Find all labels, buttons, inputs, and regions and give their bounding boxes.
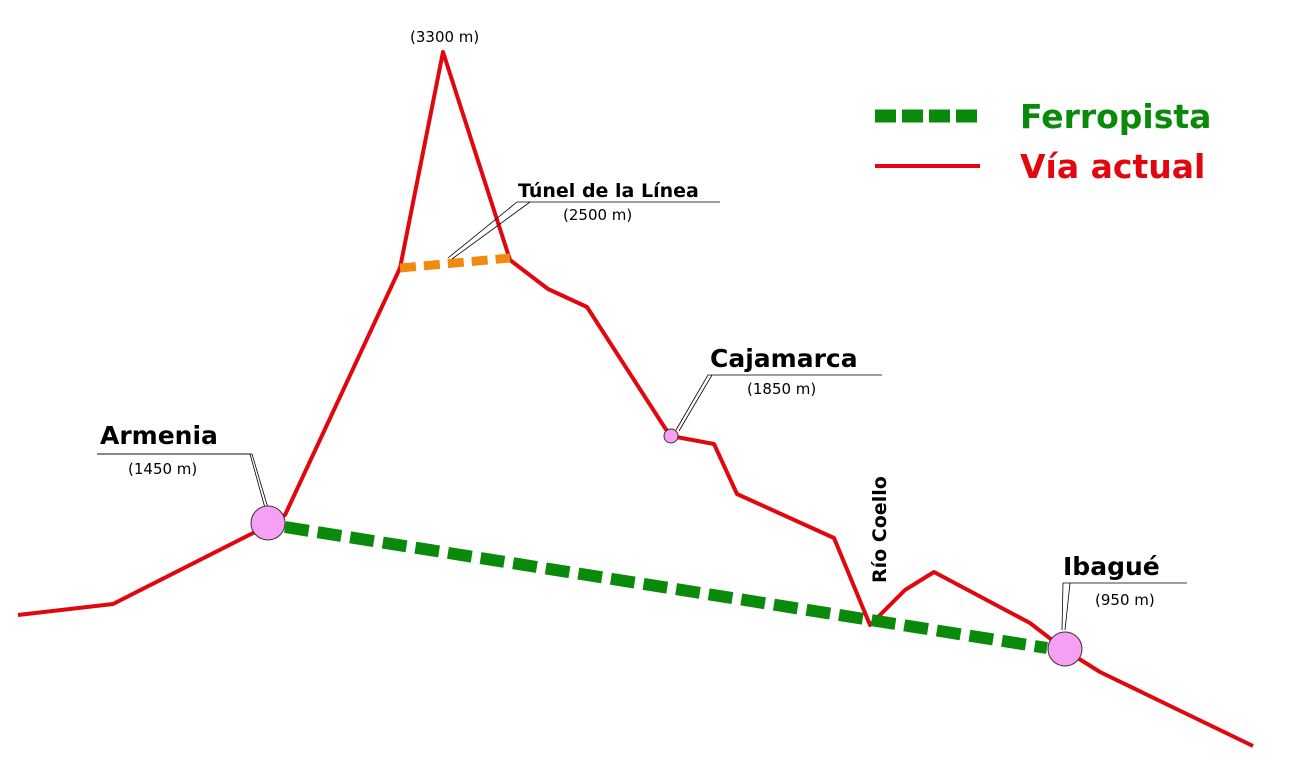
leader-lines — [97, 201, 1187, 631]
legend: Ferropista Vía actual — [875, 97, 1211, 186]
ibague-marker — [1047, 631, 1083, 667]
peak-altitude: (3300 m) — [410, 28, 479, 46]
armenia-altitude: (1450 m) — [128, 460, 197, 478]
rio-coello-label: Río Coello — [869, 476, 891, 583]
tunnel-altitude: (2500 m) — [563, 206, 632, 224]
legend-via-actual-label: Vía actual — [1020, 147, 1205, 186]
legend-ferropista-label: Ferropista — [1020, 97, 1211, 136]
ibague-altitude: (950 m) — [1095, 591, 1155, 609]
tunnel-label: Túnel de la Línea — [518, 180, 699, 202]
ibague-label: Ibagué — [1063, 552, 1160, 581]
tunnel-line — [399, 253, 511, 273]
armenia-label: Armenia — [100, 421, 218, 450]
ferropista-route — [284, 521, 1048, 654]
cajamarca-marker — [663, 428, 679, 444]
cajamarca-altitude: (1850 m) — [747, 380, 816, 398]
armenia-marker — [250, 505, 286, 541]
cajamarca-label: Cajamarca — [710, 344, 858, 373]
